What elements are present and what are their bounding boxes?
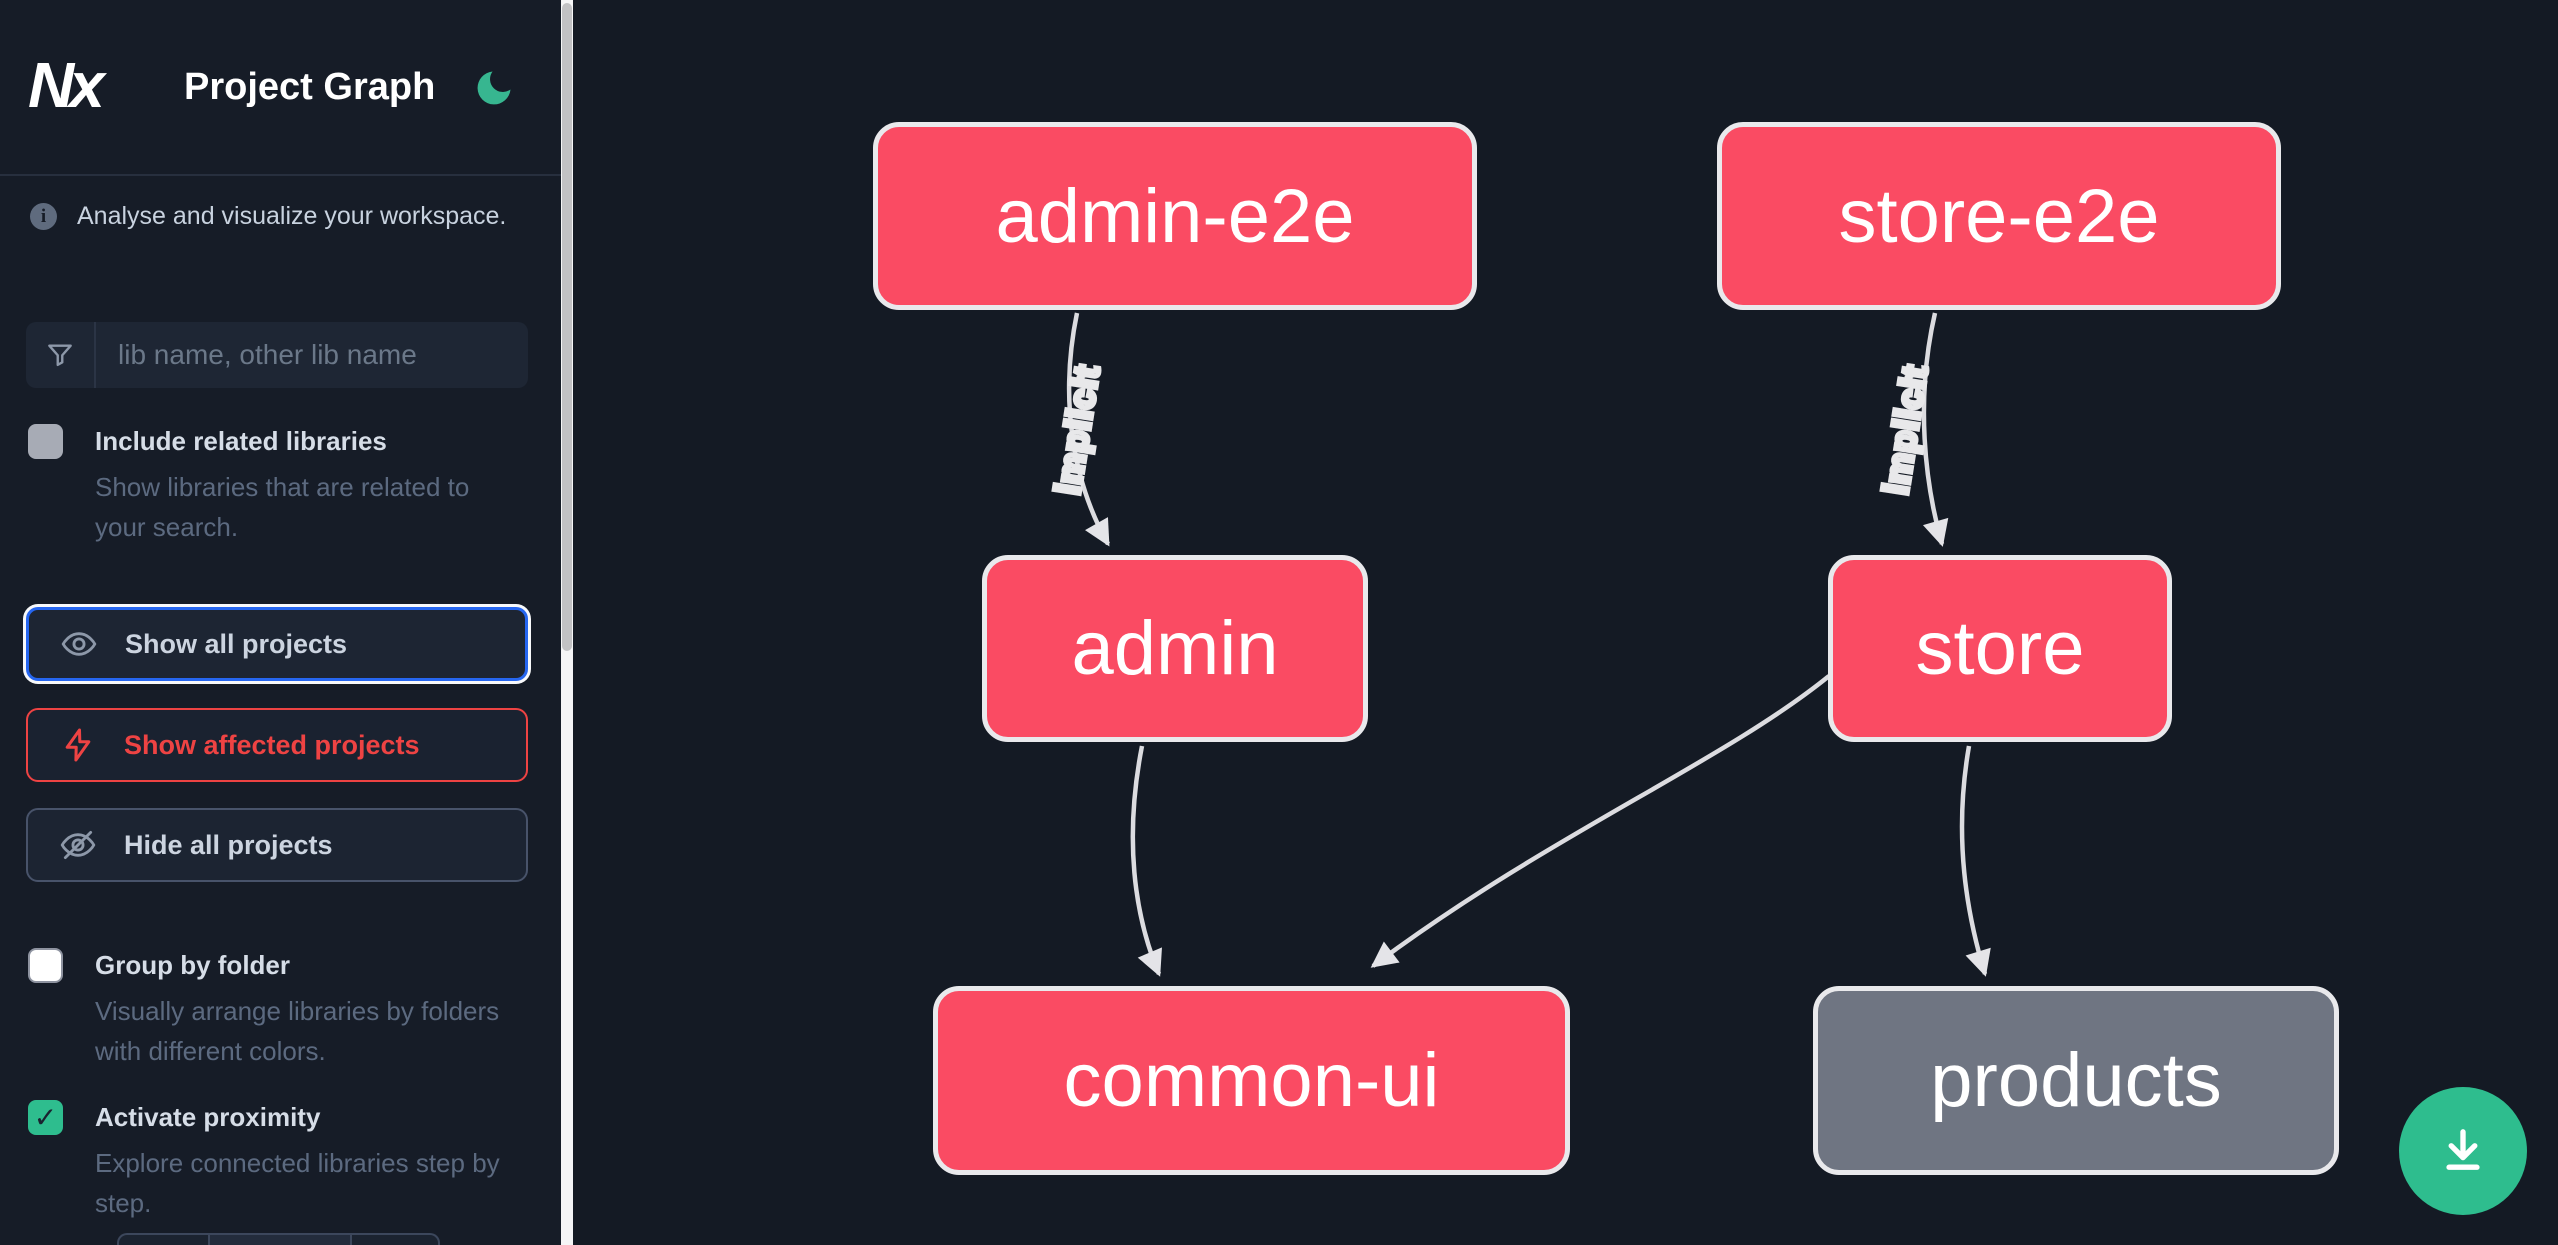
- include-related-checkbox[interactable]: [28, 424, 63, 459]
- node-label: admin: [1071, 606, 1279, 691]
- option-label: Activate proximity: [95, 1102, 321, 1132]
- edge-label-implicit: implicit: [1048, 362, 1107, 497]
- sidebar: Nx Project Graph i Analyse and visualize…: [0, 0, 561, 1245]
- nx-logo: Nx: [28, 49, 105, 121]
- option-description: Explore connected libraries step by step…: [95, 1148, 500, 1218]
- download-image-button[interactable]: [2399, 1087, 2527, 1215]
- option-description: Visually arrange libraries by folders wi…: [95, 996, 500, 1066]
- group-by-folder-checkbox[interactable]: [28, 948, 63, 983]
- node-common-ui[interactable]: common-ui: [933, 986, 1570, 1175]
- page-title: Project Graph: [184, 66, 436, 108]
- search-box: [26, 322, 528, 388]
- activate-proximity-checkbox[interactable]: ✓: [28, 1100, 63, 1135]
- check-icon: ✓: [33, 1102, 58, 1133]
- proximity-depth-stepper[interactable]: [117, 1233, 440, 1245]
- show-affected-projects-button[interactable]: Show affected projects: [26, 708, 528, 782]
- info-icon: i: [30, 203, 57, 230]
- eye-off-icon: [58, 825, 98, 865]
- stepper-decrement[interactable]: [117, 1233, 210, 1245]
- scrollbar-thumb[interactable]: [562, 3, 572, 651]
- filter-icon: [26, 322, 96, 388]
- edge-admin-common-ui: [1130, 745, 1162, 977]
- node-label: store: [1915, 606, 2085, 691]
- sidebar-scrollbar[interactable]: [561, 0, 573, 1245]
- node-products[interactable]: products: [1813, 986, 2339, 1175]
- edges-layer: implicit implicit: [1046, 312, 1991, 977]
- edge-store-products: [1959, 745, 1991, 977]
- workspace-tagline: Analyse and visualize your workspace.: [77, 202, 507, 230]
- node-label: store-e2e: [1838, 173, 2160, 259]
- button-label: Show affected projects: [124, 729, 420, 760]
- bolt-icon: [58, 725, 98, 765]
- option-label: Include related libraries: [95, 426, 387, 456]
- option-group-by-folder: Group by folder Visually arrange librari…: [28, 948, 533, 1071]
- edge-store-common-ui: [1370, 674, 1831, 968]
- node-label: admin-e2e: [995, 173, 1355, 259]
- option-include-related: Include related libraries Show libraries…: [28, 424, 533, 547]
- edge-admin-e2e-admin: [1066, 312, 1110, 547]
- search-input[interactable]: [96, 322, 528, 388]
- dark-mode-toggle[interactable]: [472, 66, 516, 110]
- hide-all-projects-button[interactable]: Hide all projects: [26, 808, 528, 882]
- stepper-increment[interactable]: [350, 1233, 440, 1245]
- node-store[interactable]: store: [1828, 555, 2172, 742]
- edge-store-e2e-store: [1921, 312, 1949, 547]
- option-label: Group by folder: [95, 950, 290, 980]
- sidebar-header: Nx Project Graph: [0, 0, 561, 176]
- node-label: common-ui: [1063, 1038, 1440, 1123]
- node-admin[interactable]: admin: [982, 555, 1368, 742]
- node-admin-e2e[interactable]: admin-e2e: [873, 122, 1477, 310]
- option-activate-proximity: ✓ Activate proximity Explore connected l…: [28, 1100, 533, 1223]
- option-description: Show libraries that are related to your …: [95, 472, 470, 542]
- stepper-value: [210, 1233, 350, 1245]
- workspace-tagline-row: i Analyse and visualize your workspace.: [30, 202, 540, 231]
- moon-icon: [472, 71, 516, 114]
- node-store-e2e[interactable]: store-e2e: [1717, 122, 2281, 310]
- eye-icon: [59, 624, 99, 664]
- graph-canvas[interactable]: implicit implicit admin-e2e store-e2e ad…: [573, 0, 2558, 1245]
- button-label: Hide all projects: [124, 829, 333, 860]
- node-label: products: [1930, 1038, 2222, 1123]
- show-all-projects-button[interactable]: Show all projects: [26, 607, 528, 681]
- download-icon: [2433, 1119, 2493, 1184]
- button-label: Show all projects: [125, 628, 348, 659]
